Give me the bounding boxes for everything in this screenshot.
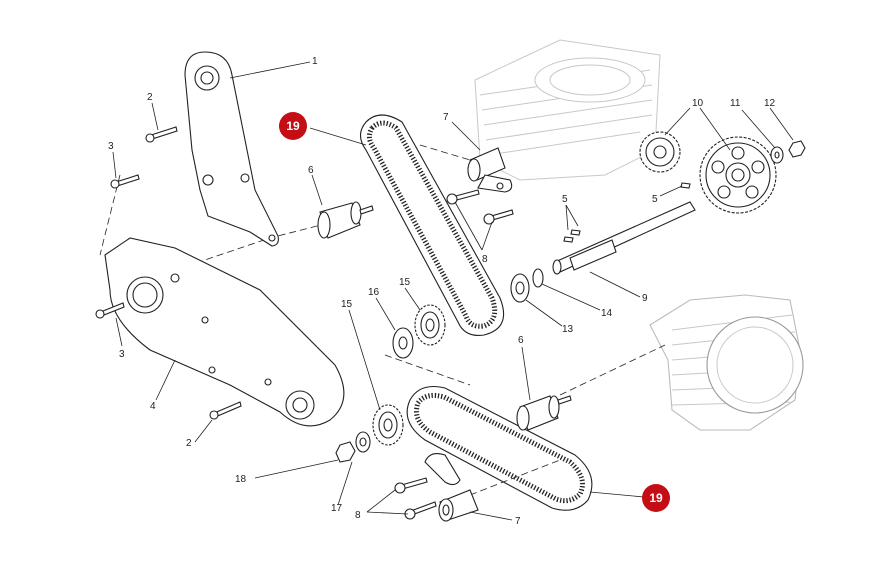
screws-left (95, 126, 242, 420)
timing-belt-lower (406, 385, 593, 511)
washer-nut-top (770, 140, 806, 164)
part-label-17: 17 (331, 503, 343, 514)
camshaft-pulleys (639, 131, 777, 214)
pulley-upper (392, 304, 446, 359)
callout-badge (642, 484, 670, 512)
keys (563, 182, 691, 243)
tensioner-upper (467, 147, 513, 193)
tensioner-lower (424, 453, 479, 522)
part-label-8: 8 (355, 510, 361, 521)
part-label-7: 7 (515, 516, 521, 527)
part-label-5: 5 (652, 194, 658, 205)
callout-badge (279, 112, 307, 140)
nut-washer-lower (335, 431, 371, 463)
timing-belt-upper (359, 114, 505, 337)
part-label-15: 15 (341, 299, 353, 310)
shaft (552, 201, 696, 275)
callout-badge-label: 19 (649, 491, 663, 505)
part-label-5: 5 (562, 194, 568, 205)
pulley-lower (372, 404, 404, 446)
screws-lower-8 (394, 477, 437, 520)
part-label-6: 6 (308, 165, 314, 176)
part-label-3: 3 (108, 141, 114, 152)
part-label-18: 18 (235, 474, 247, 485)
callout-19-top[interactable]: 19 (279, 112, 307, 140)
part-label-4: 4 (150, 401, 156, 412)
cylinder-bottom-ghost (649, 294, 804, 431)
washers-mid (510, 268, 544, 303)
part-label-15: 15 (399, 277, 411, 288)
part-label-11: 11 (730, 98, 741, 109)
part-label-2: 2 (186, 438, 192, 449)
part-label-3: 3 (119, 349, 125, 360)
part-label-12: 12 (764, 98, 776, 109)
part-label-8: 8 (482, 254, 488, 265)
roller-lower (516, 395, 572, 431)
part-label-2: 2 (147, 92, 153, 103)
part-label-10: 10 (692, 98, 704, 109)
callout-19-bottom[interactable]: 19 (642, 484, 670, 512)
roller-upper (317, 201, 374, 239)
part-label-16: 16 (368, 287, 380, 298)
callout-badge-label: 19 (286, 119, 300, 133)
lower-cover (104, 237, 345, 427)
leader-lines (112, 61, 794, 521)
assembly-guide-lines (99, 144, 666, 496)
upper-cover-plate (184, 51, 279, 247)
part-label-13: 13 (562, 324, 574, 335)
part-number-labels: 1 2 3 6 7 10 11 12 5 5 8 9 14 13 15 16 1… (108, 56, 776, 527)
part-label-9: 9 (642, 293, 648, 304)
cylinder-head-top-ghost (474, 39, 661, 181)
part-label-6: 6 (518, 335, 524, 346)
part-label-7: 7 (443, 112, 449, 123)
part-label-14: 14 (601, 308, 613, 319)
screws-upper-8 (446, 189, 514, 225)
part-label-1: 1 (312, 56, 318, 67)
